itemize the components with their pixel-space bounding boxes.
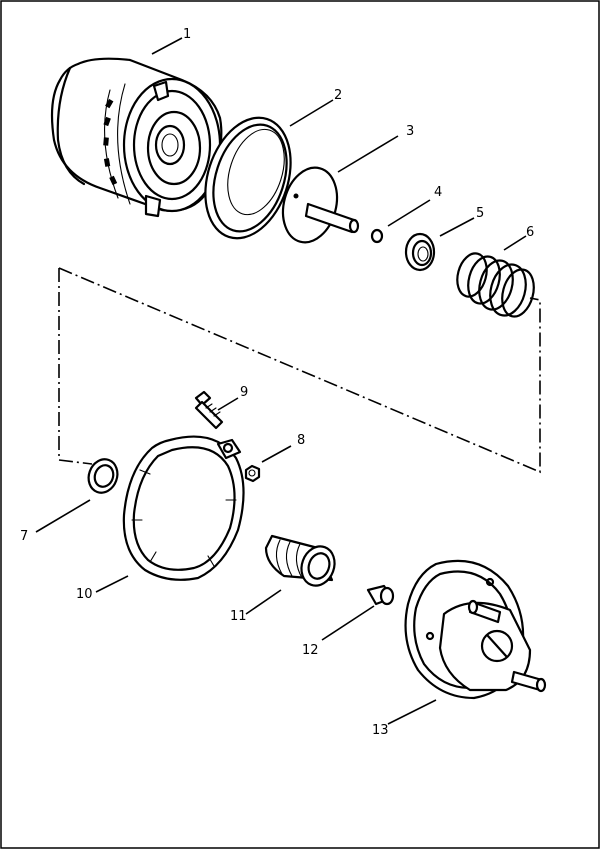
callout-7: 7: [20, 529, 28, 544]
callout-4: 4: [434, 185, 442, 200]
callout-9: 9: [240, 385, 248, 400]
part-3-push-plate: [281, 166, 360, 244]
part-5-bushing: [404, 232, 436, 272]
assembly-phantom-line: [58, 267, 541, 474]
callout-13: 13: [372, 723, 389, 738]
callout-12: 12: [302, 643, 319, 658]
callout-1: 1: [183, 27, 191, 42]
part-10-clamp-ring: [122, 435, 245, 581]
part-12-fitting: [366, 584, 395, 606]
callout-3: 3: [406, 124, 414, 139]
leader-lines: [35, 37, 527, 725]
part-7-seal: [87, 458, 119, 494]
part-1-housing: [50, 57, 223, 218]
part-6-spring: [456, 252, 535, 318]
part-2-diaphragm: [204, 116, 292, 240]
part-9-bolt: [194, 390, 224, 430]
callout-6: 6: [526, 225, 534, 240]
part-13-pressure-housing: [404, 559, 547, 700]
part-11-boot: [264, 534, 336, 587]
callout-2: 2: [334, 88, 342, 103]
callout-5: 5: [476, 206, 484, 221]
callout-8: 8: [297, 433, 305, 448]
part-8-nut: [244, 464, 261, 483]
callout-11: 11: [230, 609, 247, 624]
callout-10: 10: [76, 587, 93, 602]
part-4-washer: [370, 228, 384, 244]
